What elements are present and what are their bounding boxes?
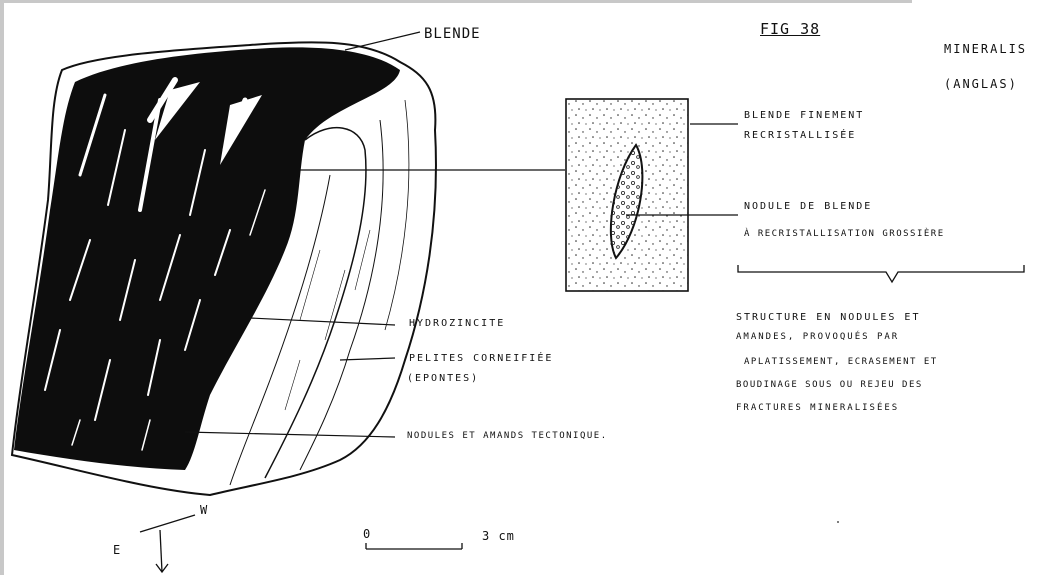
orientation-symbol bbox=[140, 515, 195, 572]
scale-bar bbox=[366, 543, 462, 549]
label-nodule-1: NODULE DE BLENDE bbox=[744, 201, 872, 212]
label-blende: BLENDE bbox=[424, 26, 481, 42]
label-blende-fine-1: BLENDE FINEMENT bbox=[744, 110, 864, 121]
label-hydrozincite: HYDROZINCITE bbox=[409, 318, 505, 329]
structure-note-line: STRUCTURE EN NODULES ET bbox=[736, 312, 920, 323]
figure-subject-line1: MINERALIS bbox=[944, 42, 1027, 56]
orientation-west: W bbox=[200, 503, 208, 517]
label-pelites-2: (EPONTES) bbox=[407, 373, 479, 384]
structure-note-line: BOUDINAGE SOUS OU REJEU DES bbox=[736, 380, 923, 390]
label-blende-fine-2: RECRISTALLISÉE bbox=[744, 130, 856, 141]
structure-note-line: AMANDES, PROVOQUÉS PAR bbox=[736, 332, 899, 342]
figure-subject-line2: (ANGLAS) bbox=[944, 77, 1018, 91]
label-nodule-2: À RECRISTALLISATION GROSSIÈRE bbox=[744, 229, 945, 239]
scale-zero-label: 0 bbox=[363, 527, 371, 541]
structure-note-line: FRACTURES MINERALISÉES bbox=[736, 403, 899, 413]
brace bbox=[738, 265, 1024, 282]
label-pelites-1: PELITES CORNEIFIÉE bbox=[409, 353, 553, 364]
orientation-east: E bbox=[113, 543, 121, 557]
structure-note-line: APLATISSEMENT, ECRASEMENT ET bbox=[744, 357, 938, 367]
figure-number: FIG 38 bbox=[760, 20, 820, 38]
scale-length-label: 3 cm bbox=[482, 529, 515, 543]
label-nodules-tectonique: NODULES ET AMANDS TECTONIQUE. bbox=[407, 431, 608, 441]
